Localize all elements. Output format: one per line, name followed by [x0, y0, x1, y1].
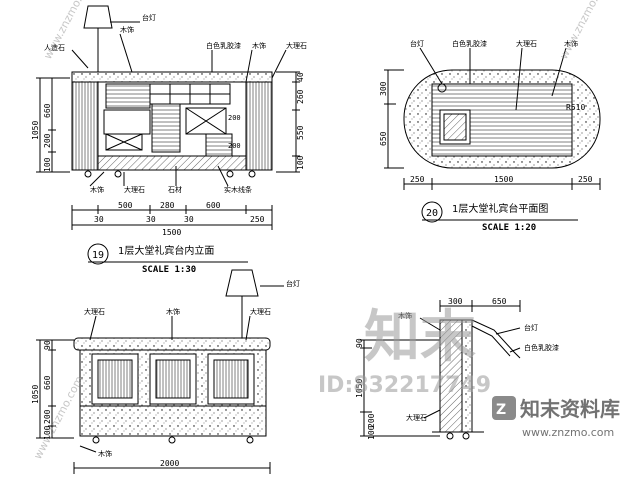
plan-label-lamp: 台灯 [410, 39, 424, 48]
left-column [71, 81, 99, 171]
section-top-profile [471, 319, 521, 359]
counter-top-stone [71, 71, 273, 83]
section-label-wood: 木饰 [398, 311, 412, 320]
title-19-circle [87, 243, 109, 265]
dim-500: 500 [118, 201, 133, 210]
section-dim-300: 300 [448, 297, 463, 306]
elevation-front-drawing [36, 269, 284, 474]
title-19-text: 1层大堂礼宾台内立面 [118, 244, 214, 257]
section-label-lamp: 台灯 [524, 323, 538, 332]
section-text: 300 650 木饰 台灯 白色乳胶漆 大理石 90 1050 200 100 [355, 297, 559, 440]
elevation-front-text: 台灯 木饰 大理石 大理石 木饰 1050 90 660 200 100 200… [31, 279, 300, 468]
label-marble: 大理石 [286, 41, 307, 50]
mark-200-a: 200 [228, 114, 241, 122]
dim-250: 250 [250, 215, 265, 224]
plan-label-wood: 木饰 [564, 39, 578, 48]
dim-280: 280 [160, 201, 175, 210]
dim-v-100: 100 [43, 157, 52, 172]
mark-200-b: 200 [228, 142, 241, 150]
label-latex: 白色乳胶漆 [206, 41, 241, 50]
dim-r-40: 40 [296, 72, 305, 82]
label-wood-1: 木饰 [120, 25, 134, 34]
section-drawing [360, 300, 521, 440]
label-wood-3: 木饰 [90, 185, 104, 194]
front-dim-200: 200 [43, 409, 52, 424]
dim-30-a: 30 [94, 215, 104, 224]
title-20-circle [421, 201, 443, 223]
watermark-diag-2: www.znzmo.com [557, 0, 612, 61]
watermark-badge: Z 知末资料库 www.znzmo.com [492, 396, 620, 439]
front-label-marble-2: 大理石 [250, 307, 271, 316]
front-dim-100: 100 [43, 425, 52, 440]
section-dim-200: 200 [367, 413, 376, 428]
section-dim-650: 650 [492, 297, 507, 306]
dim-30-c: 30 [184, 215, 194, 224]
plan-dim-300: 300 [379, 81, 388, 96]
front-label-lamp: 台灯 [286, 279, 300, 288]
dim-r-550: 550 [296, 125, 305, 140]
elevation-inner-drawing [36, 5, 300, 265]
front-label-wood-1: 木饰 [166, 307, 180, 316]
front-label-marble-1: 大理石 [84, 307, 105, 316]
label-wood-2: 木饰 [252, 41, 266, 50]
watermark-site: 知末资料库 [520, 397, 620, 421]
section-label-latex: 白色乳胶漆 [524, 343, 559, 352]
dim-v-200: 200 [43, 133, 52, 148]
lamp-shade [83, 5, 113, 29]
plan-dim-250-b: 250 [578, 175, 593, 184]
plan-dim-650: 650 [379, 131, 388, 146]
right-column [245, 81, 273, 171]
front-dim-2000: 2000 [160, 459, 179, 468]
label-artificial-stone: 人造石 [44, 43, 65, 52]
dim-30-b: 30 [146, 215, 156, 224]
title-20-scale: SCALE 1:20 [482, 223, 536, 233]
front-dim-90: 90 [43, 340, 52, 350]
section-dim-1050: 1050 [355, 379, 364, 398]
dim-1500: 1500 [162, 228, 181, 237]
front-plinth [79, 405, 267, 437]
title-20-text: 1层大堂礼宾台平面图 [452, 202, 548, 215]
front-lamp-shade [225, 269, 259, 297]
plan-dim-250-a: 250 [410, 175, 425, 184]
plan-dim-1500: 1500 [494, 175, 513, 184]
plan-mark-r510: R510 [566, 103, 585, 112]
plan-drawing [384, 47, 601, 223]
section-label-marble: 大理石 [406, 413, 427, 422]
watermark: 知末 ID:832217749 www.znzmo.com www.znzmo.… [31, 0, 612, 461]
label-lamp: 台灯 [142, 13, 156, 22]
dim-600: 600 [206, 201, 221, 210]
title-20-number: 20 [426, 208, 438, 219]
watermark-id: ID:832217749 [318, 373, 491, 398]
front-dim-1050: 1050 [31, 385, 40, 404]
label-solid-wood: 实木线条 [224, 185, 252, 194]
label-marble-2: 大理石 [124, 185, 145, 194]
elevation-inner-text: 台灯 人造石 木饰 白色乳胶漆 木饰 大理石 木饰 大理石 石材 实木线条 50… [31, 13, 307, 275]
dim-v-660: 660 [43, 103, 52, 118]
plinth [97, 155, 247, 171]
section-dim-100: 100 [367, 425, 376, 440]
dim-r-260: 260 [296, 89, 305, 104]
label-stone: 石材 [168, 185, 182, 194]
plan-label-latex: 白色乳胶漆 [452, 39, 487, 48]
watermark-logo-glyph: Z [496, 402, 506, 418]
watermark-logo-box [492, 396, 516, 420]
plan-text: 台灯 白色乳胶漆 大理石 木饰 R510 250 1500 250 300 65… [379, 39, 593, 233]
section-dim-90: 90 [355, 338, 364, 348]
title-19-scale: SCALE 1:30 [142, 265, 196, 275]
dim-r-100: 100 [296, 155, 305, 170]
title-19-number: 19 [92, 250, 104, 261]
plan-label-marble: 大理石 [516, 39, 537, 48]
dim-v-1050: 1050 [31, 121, 40, 140]
watermark-url: www.znzmo.com [522, 426, 614, 439]
watermark-brand: 知末 [364, 305, 476, 370]
front-label-wood-2: 木饰 [98, 449, 112, 458]
front-dim-660: 660 [43, 375, 52, 390]
